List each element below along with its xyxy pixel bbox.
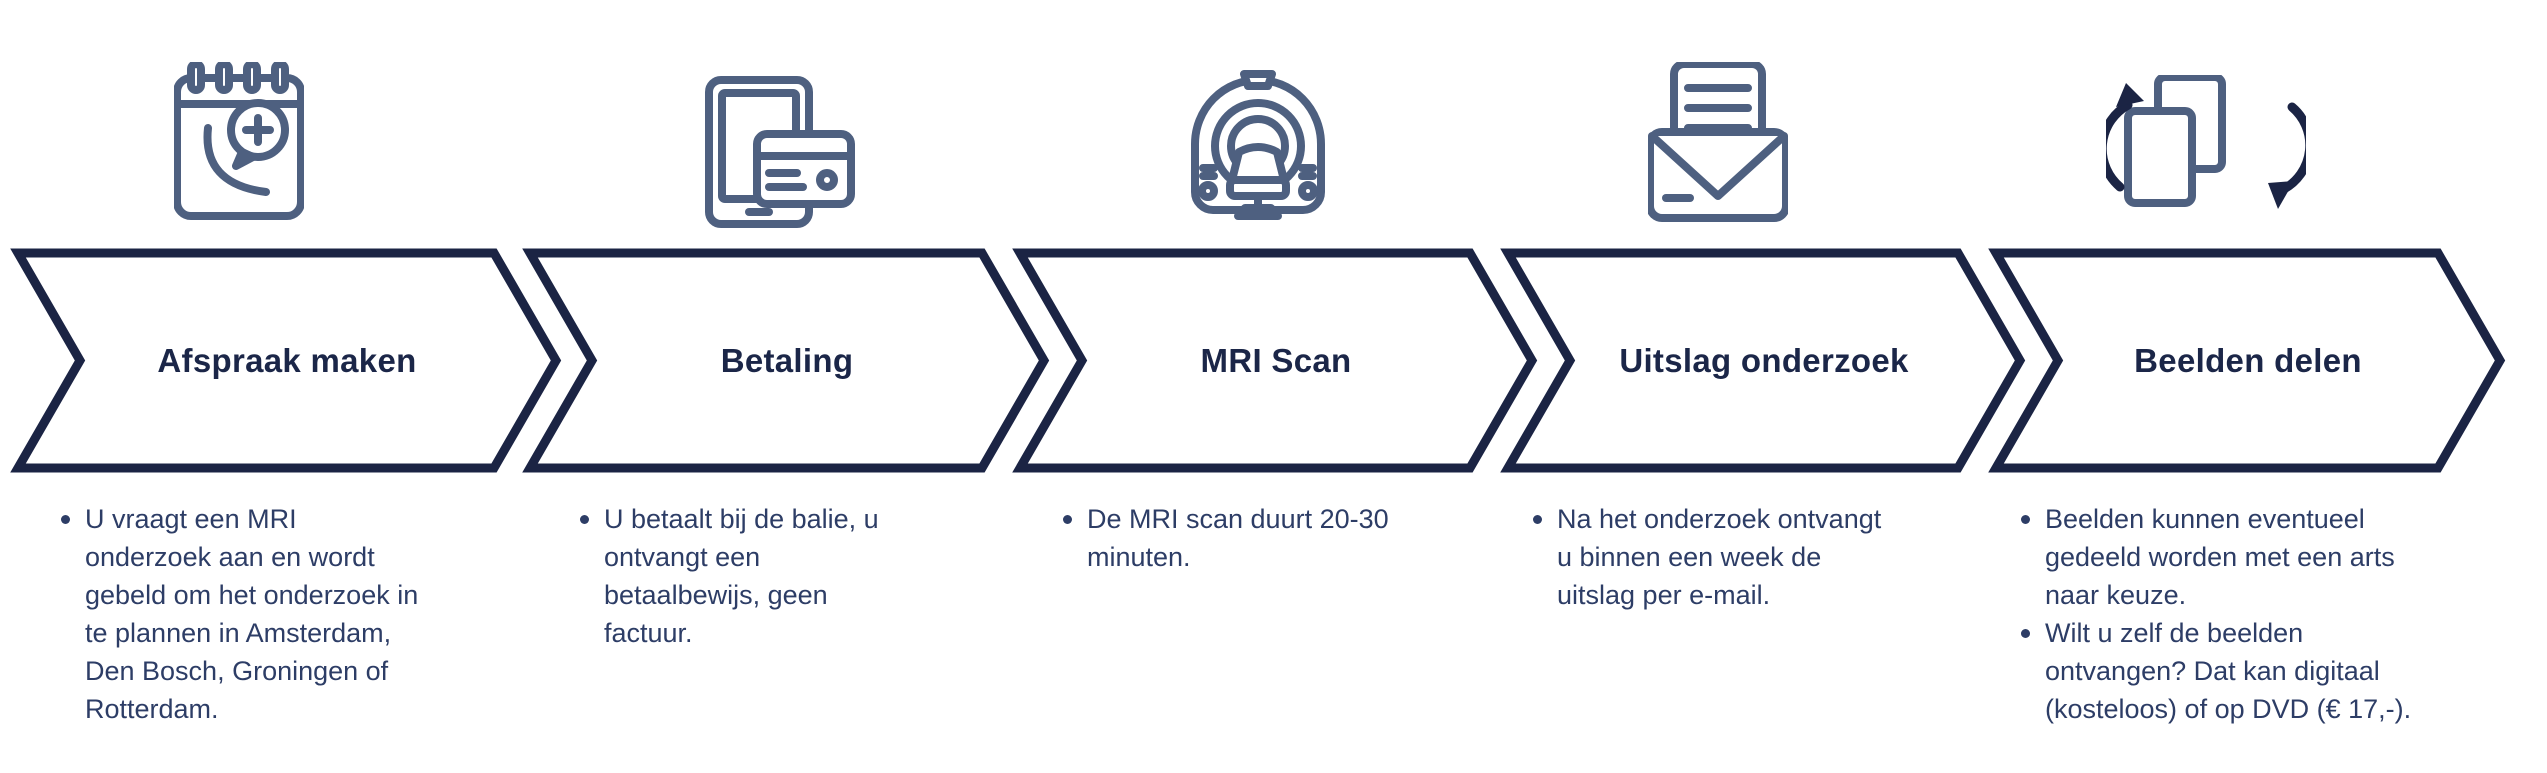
step-3-bullets: De MRI scan duurt 20-30 minuten.: [1060, 500, 1490, 576]
calendar-phone-icon: [174, 62, 304, 220]
bullet-item: Wilt u zelf de beelden ontvangen? Dat ka…: [2018, 614, 2458, 728]
chevron-step-4: [1500, 248, 2026, 473]
bullet-item: Na het onderzoek ontvangt u binnen een w…: [1530, 500, 1960, 614]
step-title-beelden-delen: Beelden delen: [2134, 342, 2362, 379]
step-4-bullets: Na het onderzoek ontvangt u binnen een w…: [1530, 500, 1960, 614]
bullet-item: De MRI scan duurt 20-30 minuten.: [1060, 500, 1490, 576]
step-1-bullets: U vraagt een MRI onderzoek aan en wordt …: [58, 500, 488, 728]
bullet-item: U betaalt bij de balie, u ontvangt een b…: [577, 500, 1007, 652]
mri-scanner-icon: [1183, 64, 1333, 222]
step-5-bullets: Beelden kunnen eventueel gedeeld worden …: [2018, 500, 2458, 728]
bullet-item: Beelden kunnen eventueel gedeeld worden …: [2018, 500, 2458, 614]
step-2-bullets: U betaalt bij de balie, u ontvangt een b…: [577, 500, 1007, 652]
bullet-item: U vraagt een MRI onderzoek aan en wordt …: [58, 500, 488, 728]
step-title-afspraak-maken: Afspraak maken: [157, 342, 417, 379]
share-images-icon: [2106, 75, 2306, 230]
step-title-betaling: Betaling: [720, 342, 854, 379]
chevron-step-3: [1012, 248, 1538, 473]
envelope-letter-icon: [1648, 62, 1788, 222]
tablet-payment-icon: [705, 76, 855, 228]
chevron-step-5: [1988, 248, 2506, 473]
chevron-step-1: [10, 248, 562, 473]
chevron-step-2: [522, 248, 1050, 473]
step-title-uitslag-onderzoek: Uitslag onderzoek: [1619, 342, 1909, 379]
step-title-mri-scan: MRI Scan: [1200, 342, 1352, 379]
